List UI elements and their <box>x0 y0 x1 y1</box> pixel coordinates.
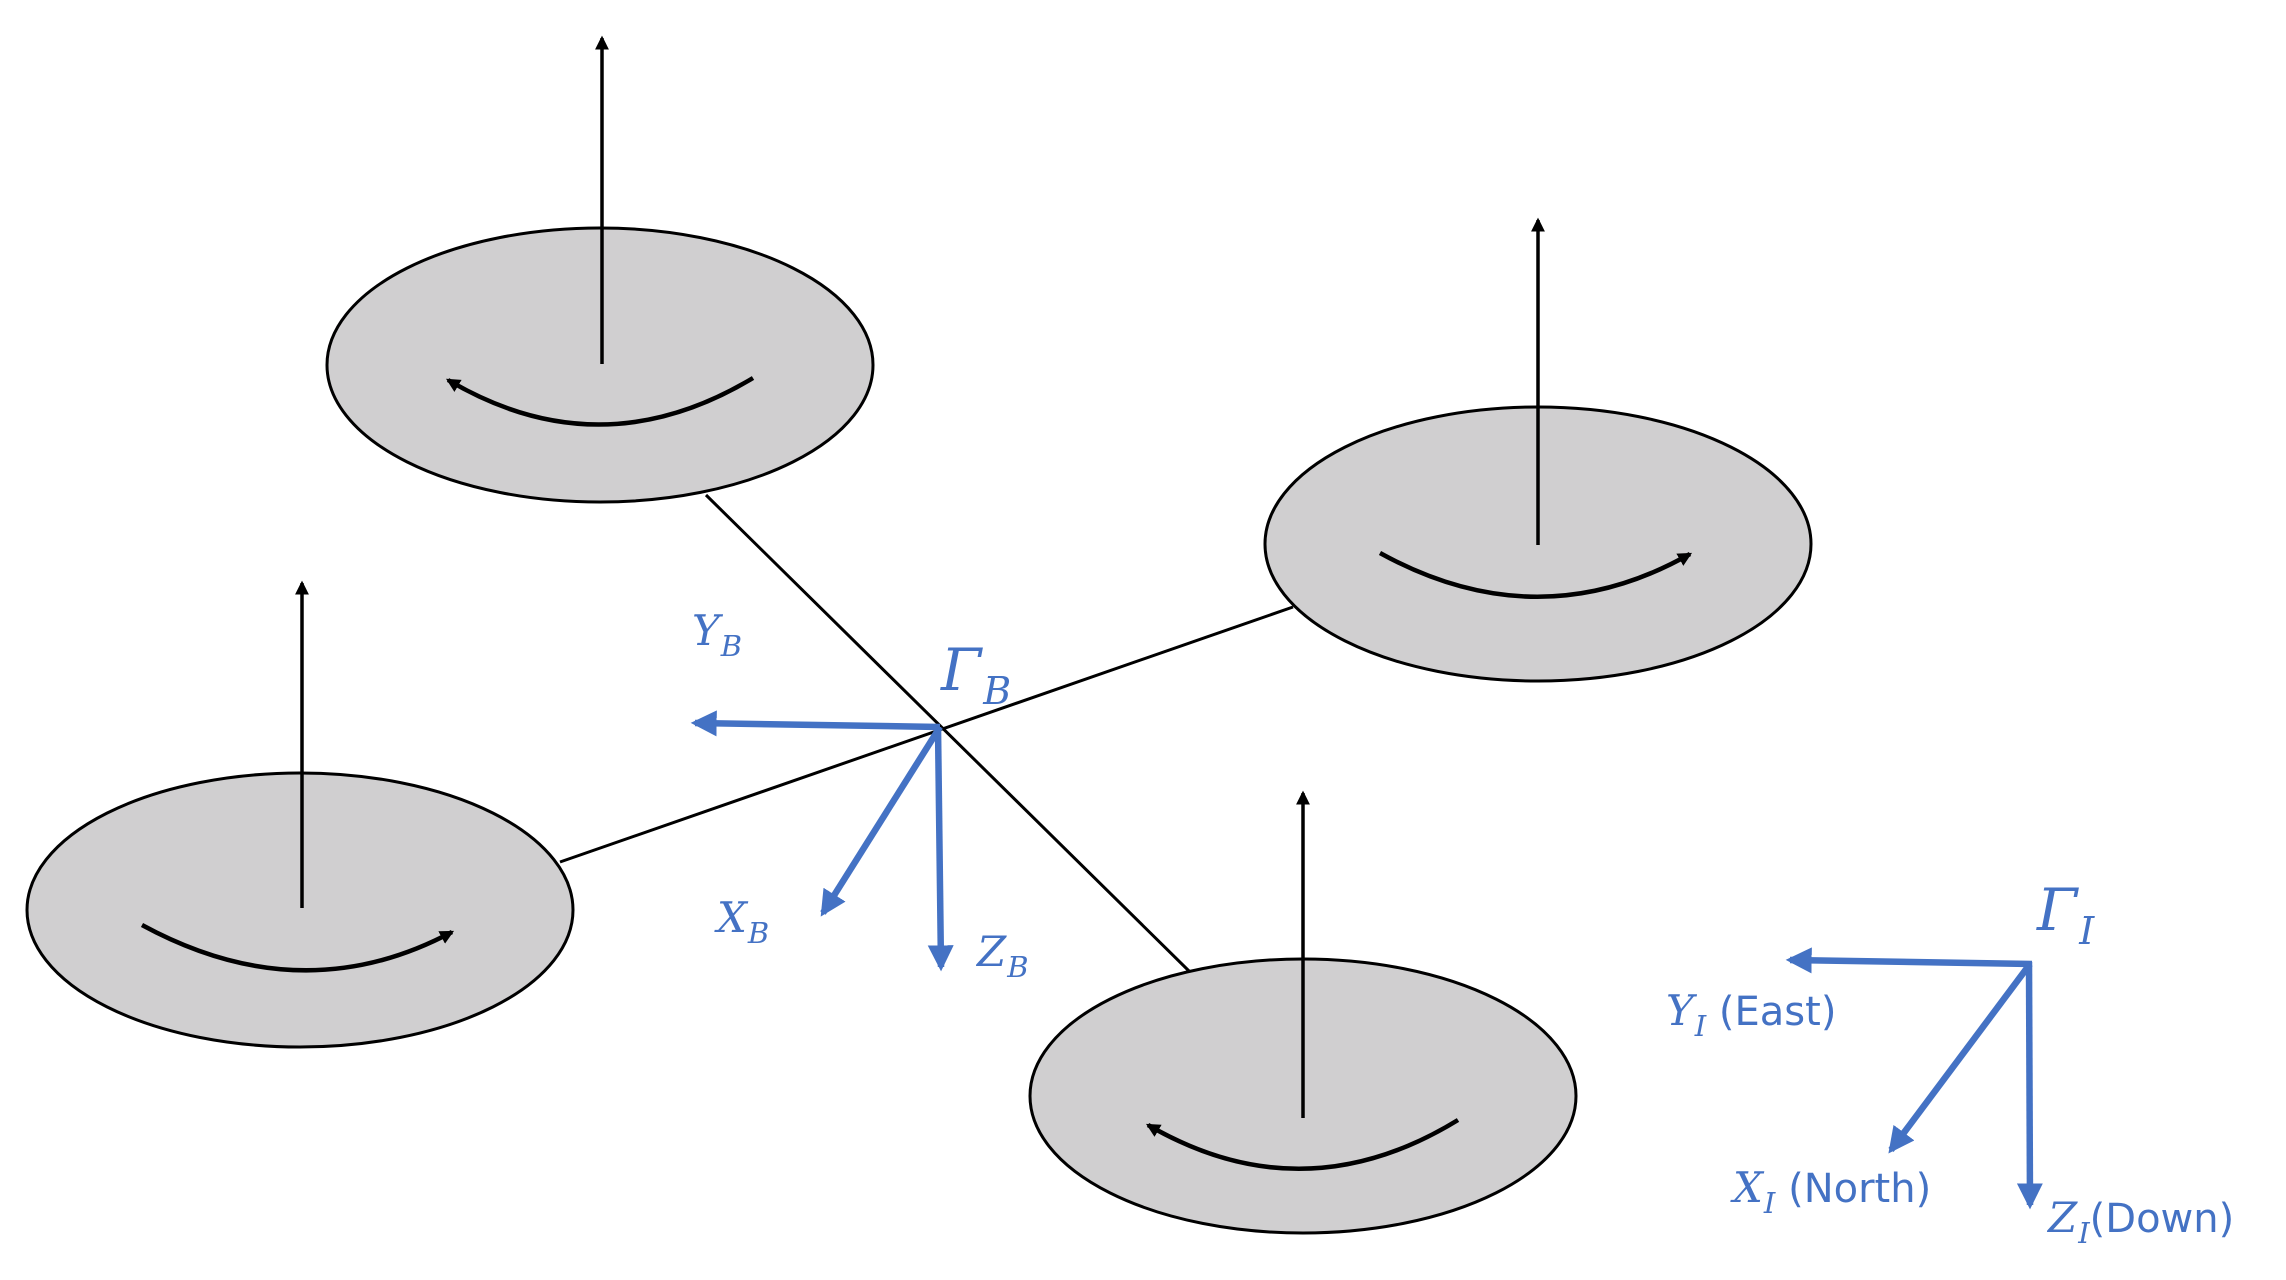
rotation-arrow <box>140 923 455 973</box>
x-body-axis <box>820 725 943 917</box>
y-body-axis <box>690 710 941 737</box>
inertial-frame: ΓI YI (East) XI (North) ZI(Down) <box>1666 876 2234 1250</box>
arm-front-back <box>704 493 1192 974</box>
y-inertial-axis <box>1785 947 2033 974</box>
x-inertial-label: XI (North) <box>1730 1163 1931 1220</box>
rotor-top-left <box>325 35 875 504</box>
z-body-axis <box>927 726 954 972</box>
rotation-arrow <box>445 376 755 427</box>
arm-left-right <box>559 605 1294 864</box>
z-inertial-axis <box>2016 961 2043 1210</box>
body-frame: ΓB YB XB ZB <box>690 606 1029 984</box>
rotor-bottom <box>1028 790 1578 1235</box>
rotation-arrow <box>1378 551 1693 599</box>
body-frame-symbol: ΓB <box>940 636 1011 713</box>
y-body-label: YB <box>692 606 742 663</box>
inertial-frame-symbol: ΓI <box>2036 876 2095 953</box>
rotor-right <box>1263 217 1813 683</box>
z-inertial-label: ZI(Down) <box>2046 1193 2234 1250</box>
x-inertial-axis <box>1888 962 2033 1154</box>
x-body-label: XB <box>714 893 769 950</box>
y-inertial-label: YI (East) <box>1666 986 1836 1043</box>
z-body-label: ZB <box>975 927 1029 984</box>
rotation-arrow <box>1145 1118 1460 1172</box>
rotor-left <box>25 580 575 1049</box>
